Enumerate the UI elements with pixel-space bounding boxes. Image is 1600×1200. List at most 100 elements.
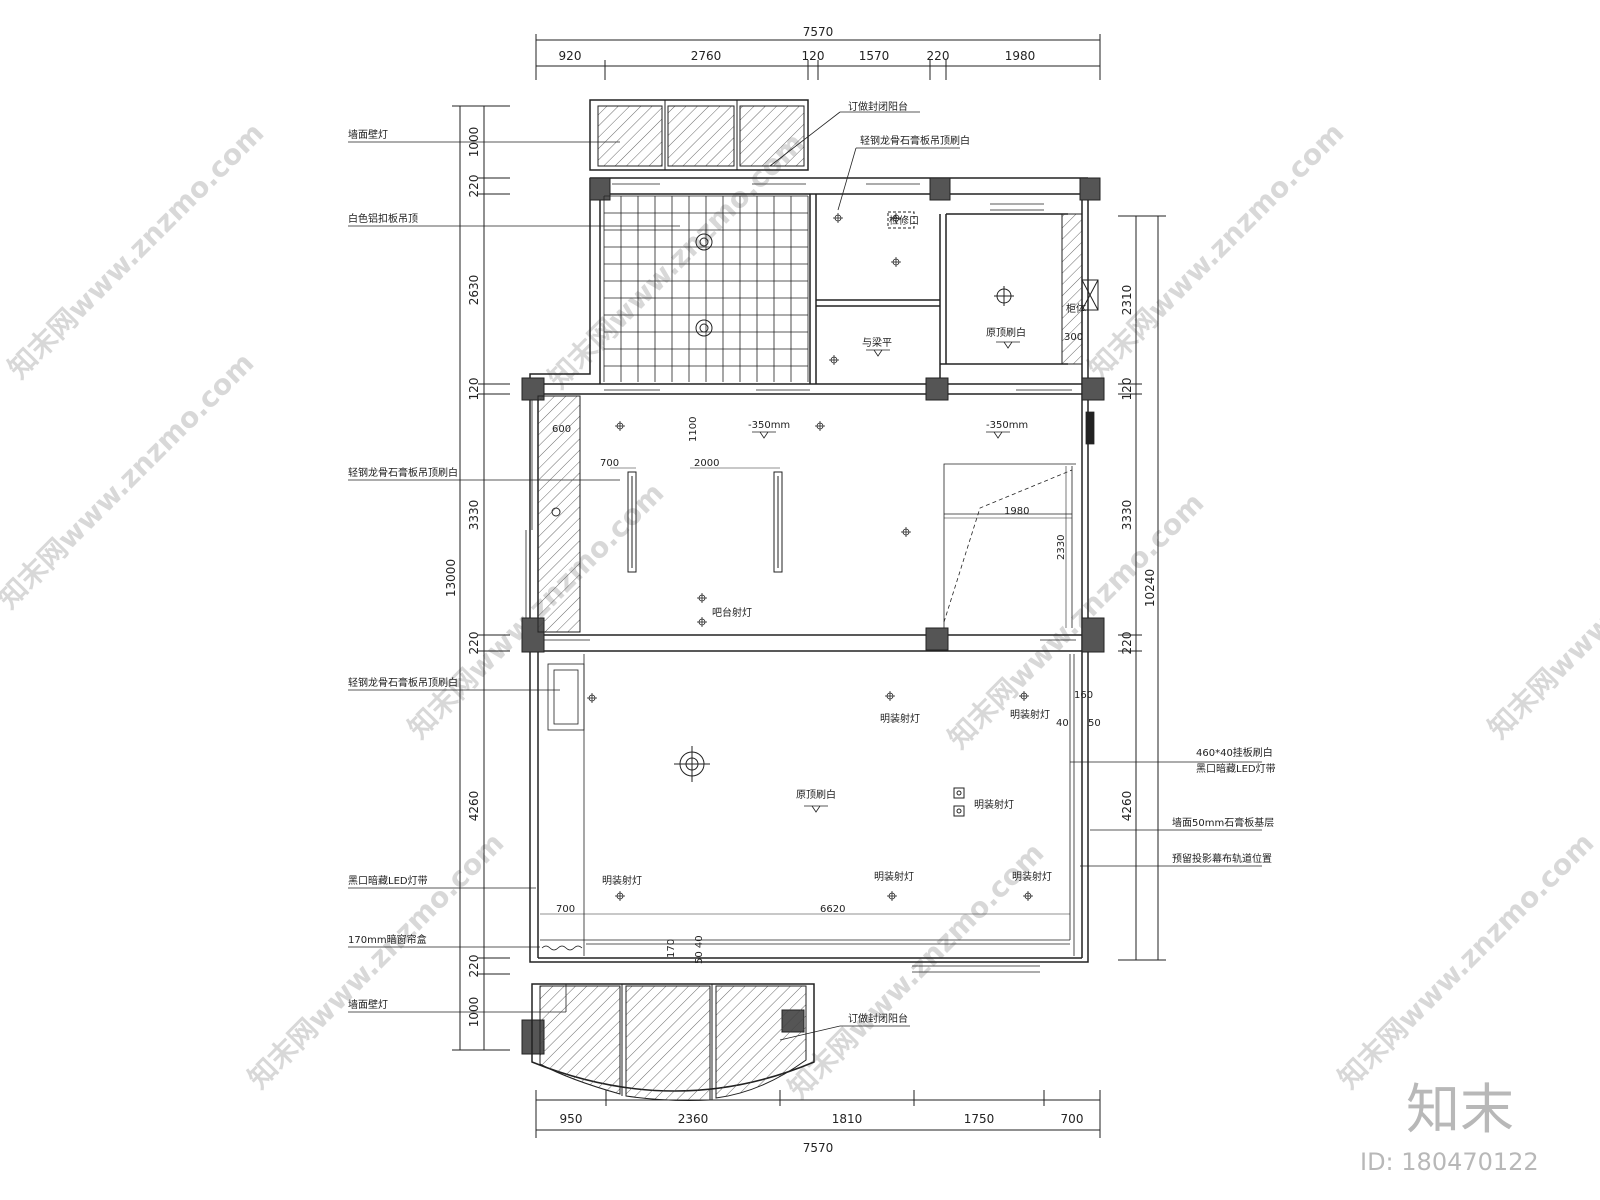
cabinet-label: 柜体 — [1066, 302, 1086, 315]
inner-dim: 2330 — [1056, 535, 1067, 560]
level-label: -350mm — [748, 420, 790, 431]
inner-dim: 1100 — [688, 417, 699, 442]
right-dimensions — [1118, 215, 1166, 961]
inner-dim: 160 — [1074, 690, 1093, 701]
right-label: 460*40挂板刷白 — [1196, 746, 1273, 759]
watermark-text: 知末网www.znzmo.com — [1082, 116, 1351, 385]
bottom-balcony-leader — [779, 1025, 910, 1041]
inner-dim: 600 — [552, 424, 571, 435]
dim-bottom-seg: 2360 — [678, 1112, 709, 1126]
right-label: 预留投影幕布轨道位置 — [1172, 852, 1272, 865]
dim-top-seg: 220 — [927, 49, 950, 63]
cabinet-dim: 300 — [1064, 332, 1083, 343]
bottom-note: 订做封闭阳台 — [848, 1012, 908, 1025]
top-balcony-leader — [769, 111, 960, 211]
left-label: 黑口暗藏LED灯带 — [348, 874, 428, 887]
grid-ceiling — [603, 195, 809, 382]
watermark-text: 知末网www.znzmo.com — [0, 346, 260, 615]
walls — [529, 177, 1089, 963]
bar-area — [943, 411, 1095, 628]
surface-light-label: 明装射灯 — [1012, 870, 1052, 883]
left-label: 170mm暗窗帘盒 — [348, 933, 427, 946]
dim-left-seg: 220 — [467, 632, 481, 655]
surface-light-label: 明装射灯 — [880, 712, 920, 725]
dim-top-seg: 2760 — [691, 49, 722, 63]
dim-left-total: 13000 — [444, 559, 458, 597]
dim-bottom-seg: 950 — [560, 1112, 583, 1126]
left-dimensions — [452, 105, 510, 1051]
inner-dim: 50 40 — [694, 935, 705, 964]
columns — [521, 177, 1105, 1055]
brand-logo: 知末 — [1406, 1078, 1514, 1141]
beam-level-label: 与梁平 — [862, 336, 892, 349]
linear-lights — [627, 471, 783, 573]
inner-dim: 50 — [1088, 718, 1101, 729]
bar-light-label: 吧台射灯 — [712, 606, 752, 619]
dim-right-total: 10240 — [1143, 569, 1157, 607]
dim-right-seg: 3330 — [1120, 500, 1134, 531]
watermark-layer: 知末网www.znzmo.com 知末网www.znzmo.com 知末网www… — [0, 116, 1600, 1105]
lights — [551, 233, 1014, 817]
top-balcony — [589, 99, 809, 171]
brand-id: ID: 180470122 — [1360, 1148, 1539, 1176]
living-details — [540, 654, 1075, 956]
top-note: 订做封闭阳台 — [848, 100, 908, 113]
dim-left-seg: 2630 — [467, 275, 481, 306]
inner-dim: 2000 — [694, 458, 719, 469]
spotlights — [587, 213, 1033, 901]
dim-right-seg: 4260 — [1120, 791, 1134, 822]
surface-light-label: 明装射灯 — [874, 870, 914, 883]
dim-left-seg: 4260 — [467, 791, 481, 822]
inner-dim: 700 — [600, 458, 619, 469]
dim-right-seg: 220 — [1120, 632, 1134, 655]
ceiling-paint-label: 原顶刷白 — [796, 788, 836, 801]
right-leaders — [1070, 761, 1262, 867]
dim-left-seg: 3330 — [467, 500, 481, 531]
dim-top-seg: 1570 — [859, 49, 890, 63]
level-markers — [752, 341, 1020, 813]
ceiling-paint-label: 原顶刷白 — [986, 326, 1026, 339]
inner-dim: 6620 — [820, 904, 845, 915]
top-dimensions — [535, 34, 1101, 80]
left-label: 墙面壁灯 — [348, 128, 388, 141]
top-note: 轻钢龙骨石膏板吊顶刷白 — [860, 134, 970, 147]
left-label: 轻钢龙骨石膏板吊顶刷白 — [348, 676, 458, 689]
watermark-text: 知末网www.znzmo.com — [542, 126, 811, 395]
right-label: 黑口暗藏LED灯带 — [1196, 762, 1276, 775]
dim-right-seg: 2310 — [1120, 285, 1134, 316]
dim-left-seg: 220 — [467, 955, 481, 978]
surface-light-label: 明装射灯 — [602, 874, 642, 887]
watermark-text: 知末网www.znzmo.com — [942, 486, 1211, 755]
cabinet — [1081, 279, 1099, 311]
inner-dim: 40 — [1056, 718, 1069, 729]
watermark-text: 知末网www.znzmo.com — [1332, 826, 1600, 1095]
bottom-balcony — [531, 983, 815, 1101]
bottom-dimensions — [535, 1090, 1101, 1138]
left-label: 白色铝扣板吊顶 — [348, 212, 418, 225]
right-label: 墙面50mm石膏板基层 — [1172, 816, 1274, 829]
watermark-text: 知末网www.znzmo.com — [1482, 476, 1600, 745]
inner-dim-lines — [540, 466, 1072, 915]
dim-right-seg: 120 — [1120, 378, 1134, 401]
left-label: 墙面壁灯 — [348, 998, 388, 1011]
inner-dim: 700 — [556, 904, 575, 915]
access-hatch-label: 检修口 — [889, 214, 919, 227]
surface-light-label: 明装射灯 — [1010, 708, 1050, 721]
level-label: -350mm — [986, 420, 1028, 431]
dim-top-total: 7570 — [803, 25, 834, 39]
watermark-text: 知末网www.znzmo.com — [402, 476, 671, 745]
dim-bottom-seg: 700 — [1061, 1112, 1084, 1126]
dim-bottom-seg: 1750 — [964, 1112, 995, 1126]
inner-dim: 1980 — [1004, 506, 1029, 517]
left-label: 轻钢龙骨石膏板吊顶刷白 — [348, 466, 458, 479]
dim-bottom-total: 7570 — [803, 1141, 834, 1155]
inner-dim: 170 — [666, 939, 677, 958]
dim-left-seg: 120 — [467, 378, 481, 401]
surface-light-label: 明装射灯 — [974, 798, 1014, 811]
dim-bottom-seg: 1810 — [832, 1112, 863, 1126]
dim-top-seg: 120 — [802, 49, 825, 63]
access-hatch — [887, 211, 915, 229]
dim-top-seg: 1980 — [1005, 49, 1036, 63]
watermark-text: 知末网www.znzmo.com — [782, 836, 1051, 1105]
